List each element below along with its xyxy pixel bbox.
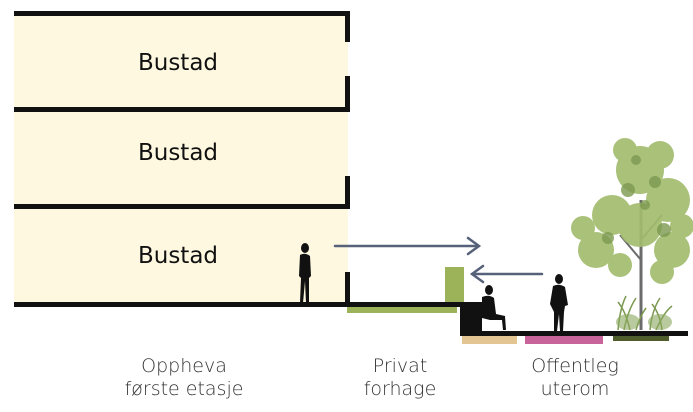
facade-wall — [345, 272, 350, 307]
retaining-step — [460, 302, 482, 336]
caption-line: første etasje — [124, 378, 244, 400]
ground-slab — [14, 302, 350, 307]
floor-3-fill — [14, 14, 348, 108]
tan-zone — [462, 336, 517, 344]
hedge — [445, 267, 464, 302]
caption-public-space: Offentleg uterom — [516, 355, 634, 401]
floor-label: Bustad — [138, 243, 218, 269]
tree-icon — [571, 138, 693, 330]
caption-line: Offentleg — [531, 355, 619, 377]
caption-line: forhage — [363, 378, 437, 400]
slab-3 — [14, 107, 350, 112]
caption-front-garden: Privat forhage — [350, 355, 450, 401]
caption-line: Privat — [372, 355, 428, 377]
public-ground — [460, 331, 688, 336]
dark-green-zone — [613, 336, 669, 341]
floor-1-fill — [14, 208, 348, 304]
caption-line: uterom — [540, 378, 610, 400]
caption-ground-floor: Oppheva første etasje — [114, 355, 254, 401]
arrow-left-icon — [469, 264, 544, 284]
facade-wall — [345, 176, 350, 209]
floor-label: Bustad — [138, 50, 218, 76]
floor-2-fill — [14, 112, 348, 204]
person-inside-icon — [299, 243, 311, 303]
facade-wall — [345, 11, 350, 42]
pink-zone — [525, 336, 603, 344]
green-zone — [347, 307, 457, 313]
roof-slab — [14, 11, 350, 16]
sitting-person-icon — [482, 285, 506, 330]
arrow-right-icon — [333, 236, 482, 256]
floor-label: Bustad — [138, 140, 218, 166]
facade-wall — [345, 76, 350, 112]
slab-2 — [14, 204, 350, 209]
garden-ground — [348, 302, 462, 307]
caption-line: Oppheva — [141, 355, 227, 377]
person-outside-icon — [550, 274, 568, 331]
shrub-icon — [616, 314, 672, 330]
